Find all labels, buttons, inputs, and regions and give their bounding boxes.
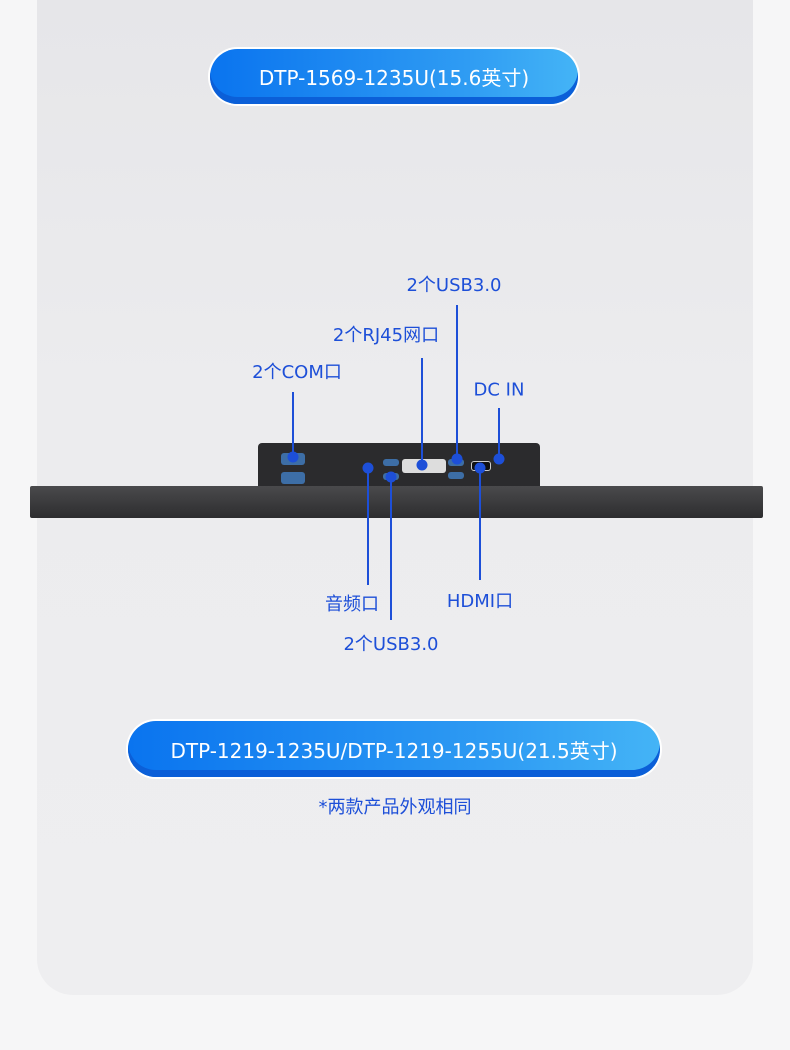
label-audio: 音频口 — [325, 594, 379, 615]
callout-dot — [493, 453, 505, 465]
label-com: 2个COM口 — [252, 362, 342, 383]
label-usb-bottom: 2个USB3.0 — [343, 634, 439, 655]
io-box — [258, 443, 540, 489]
callout-dot — [385, 471, 397, 483]
callout-dot — [362, 462, 374, 474]
callout-line — [367, 468, 369, 585]
label-usb-top: 2个USB3.0 — [406, 275, 502, 296]
display-panel-edge — [30, 486, 763, 518]
com-port-2 — [281, 472, 305, 484]
model-text: DTP-1219-1235U/DTP-1219-1255U(21.5英寸) — [170, 738, 618, 763]
label-rj45: 2个RJ45网口 — [332, 325, 440, 346]
model-badge-15-6: DTP-1569-1235U(15.6英寸) — [210, 49, 578, 104]
model-text: DTP-1569-1235U(15.6英寸) — [258, 66, 530, 90]
footnote: *两款产品外观相同 — [318, 797, 472, 818]
label-hdmi: HDMI口 — [446, 591, 514, 612]
usb-port — [448, 472, 464, 479]
callout-line — [421, 358, 423, 465]
usb-port — [383, 459, 399, 466]
callout-line — [498, 408, 500, 459]
callout-dot — [287, 451, 299, 463]
callout-line — [292, 392, 294, 457]
callout-dot — [451, 453, 463, 465]
callout-line — [456, 305, 458, 459]
label-dc-in: DC IN — [473, 379, 525, 401]
callout-dot — [416, 459, 428, 471]
callout-line — [479, 468, 481, 580]
callout-dot — [474, 462, 486, 474]
callout-line — [390, 477, 392, 620]
model-badge-21-5: DTP-1219-1235U/DTP-1219-1255U(21.5英寸) — [128, 721, 660, 777]
